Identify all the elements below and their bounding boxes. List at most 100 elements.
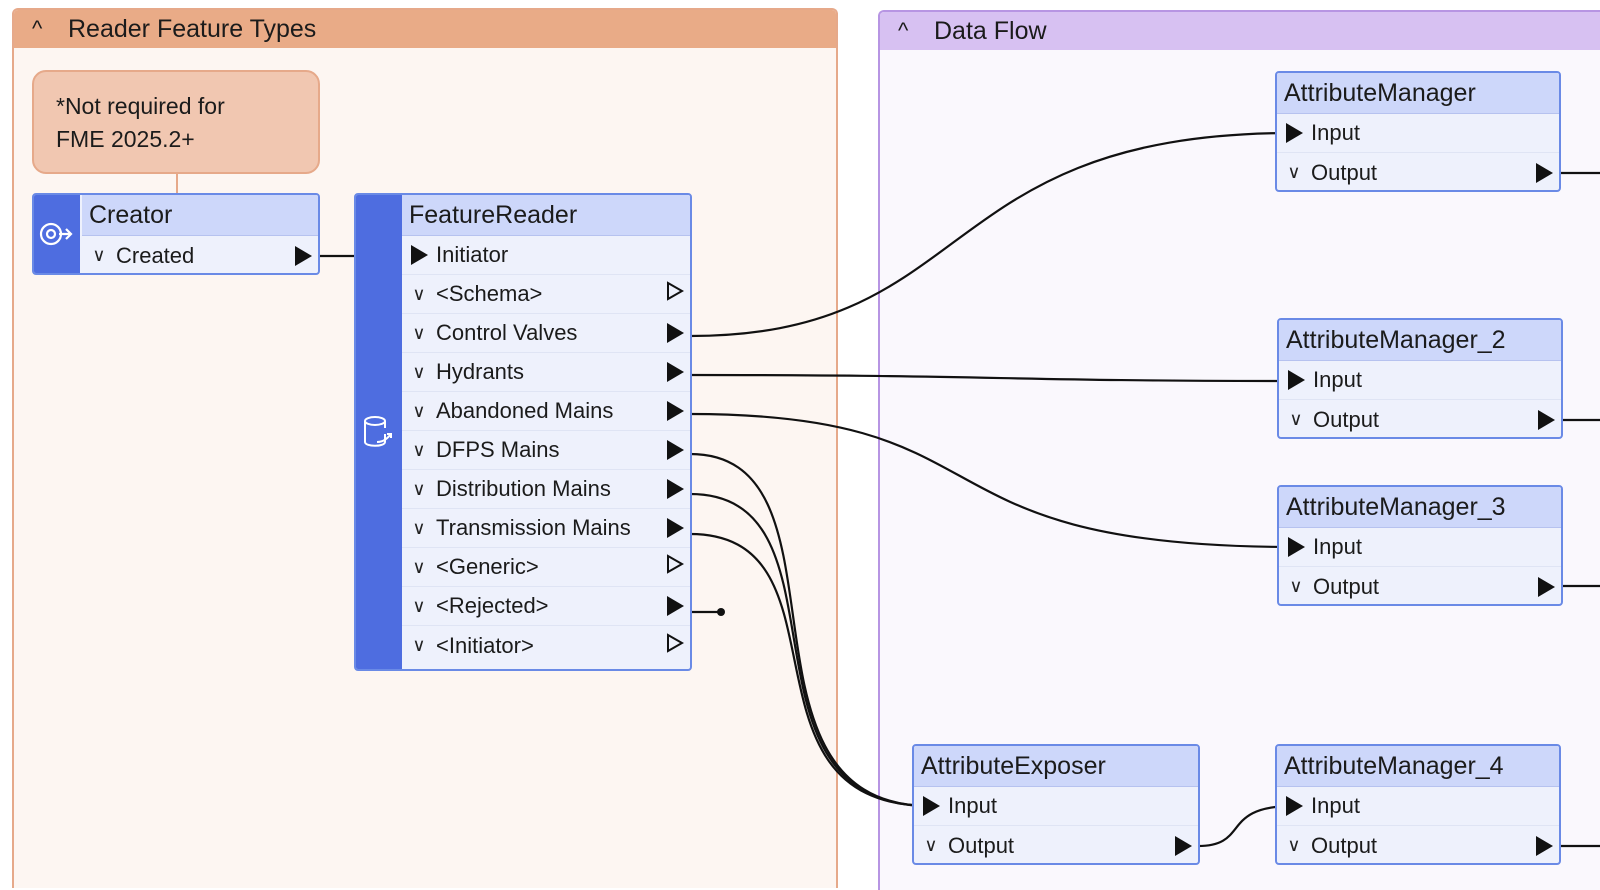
port-label: Output <box>1311 159 1378 185</box>
port-label: Output <box>1311 832 1378 858</box>
chevron-down-icon[interactable]: ∨ <box>1289 409 1303 429</box>
chevron-down-icon[interactable]: ∨ <box>92 245 106 265</box>
output-port-abandoned-mains[interactable]: ∨ Abandoned Mains <box>402 392 690 431</box>
output-port-created[interactable]: ∨ Created <box>82 236 318 273</box>
outline-triangle-icon[interactable] <box>666 281 685 307</box>
port-label: Input <box>1311 793 1360 818</box>
caret-up-icon[interactable]: ^ <box>32 16 43 41</box>
port-label: Output <box>1313 573 1380 599</box>
filled-triangle-icon[interactable] <box>914 796 948 816</box>
filled-triangle-icon[interactable] <box>667 518 684 538</box>
transformer-title[interactable]: AttributeManager_3 <box>1279 487 1561 528</box>
output-port-transmission-mains[interactable]: ∨ Transmission Mains <box>402 509 690 548</box>
port-label: Abandoned Mains <box>436 398 614 423</box>
transformer-attributemanager-4[interactable]: AttributeManager_4 Input ∨ Output <box>1275 744 1561 865</box>
output-port[interactable]: ∨ Output <box>1279 400 1561 437</box>
port-label: Input <box>948 793 997 818</box>
filled-triangle-icon[interactable] <box>1536 162 1553 183</box>
transformer-title[interactable]: AttributeManager_2 <box>1279 320 1561 361</box>
transformer-title[interactable]: AttributeManager <box>1277 73 1559 114</box>
filled-triangle-icon[interactable] <box>667 440 684 460</box>
filled-triangle-icon[interactable] <box>1279 370 1313 390</box>
output-port-generic[interactable]: ∨ <Generic> <box>402 548 690 587</box>
chevron-down-icon[interactable]: ∨ <box>412 595 426 616</box>
output-port[interactable]: ∨ Output <box>914 826 1198 863</box>
filled-triangle-icon[interactable] <box>1538 576 1555 597</box>
port-label: Control Valves <box>436 320 578 345</box>
port-label: Transmission Mains <box>436 515 631 540</box>
output-port-rejected[interactable]: ∨ <Rejected> <box>402 587 690 626</box>
filled-triangle-icon[interactable] <box>1279 537 1313 557</box>
output-port[interactable]: ∨ Output <box>1277 153 1559 190</box>
chevron-down-icon[interactable]: ∨ <box>412 283 426 304</box>
filled-triangle-icon[interactable] <box>667 323 684 343</box>
bookmark-header[interactable]: ^ Data Flow <box>880 12 1600 50</box>
port-label: <Schema> <box>436 281 543 306</box>
input-port-initiator[interactable]: Initiator <box>402 236 690 275</box>
output-port-hydrants[interactable]: ∨ Hydrants <box>402 353 690 392</box>
chevron-down-icon[interactable]: ∨ <box>412 400 426 421</box>
filled-triangle-icon[interactable] <box>402 245 436 265</box>
chevron-down-icon[interactable]: ∨ <box>412 439 426 460</box>
input-port[interactable]: Input <box>1277 787 1559 826</box>
transformer-attributemanager-2[interactable]: AttributeManager_2 Input ∨ Output <box>1277 318 1563 439</box>
note-line: FME 2025.2+ <box>56 126 195 152</box>
bookmark-header[interactable]: ^ Reader Feature Types <box>14 10 836 48</box>
bookmark-title: Data Flow <box>934 16 1047 45</box>
chevron-down-icon[interactable]: ∨ <box>412 517 426 538</box>
input-port[interactable]: Input <box>1279 361 1561 400</box>
port-label: <Generic> <box>436 554 539 579</box>
port-label: <Rejected> <box>436 593 549 618</box>
chevron-down-icon[interactable]: ∨ <box>412 635 426 655</box>
chevron-down-icon[interactable]: ∨ <box>1287 835 1301 855</box>
port-label: Input <box>1311 120 1360 145</box>
filled-triangle-icon[interactable] <box>667 401 684 421</box>
port-label: Created <box>116 242 195 268</box>
creator-icon <box>39 222 73 246</box>
port-label: Input <box>1313 367 1362 392</box>
transformer-attributemanager[interactable]: AttributeManager Input ∨ Output <box>1275 71 1561 192</box>
chevron-down-icon[interactable]: ∨ <box>924 835 938 855</box>
chevron-down-icon[interactable]: ∨ <box>1287 162 1301 182</box>
output-port[interactable]: ∨ Output <box>1279 567 1561 604</box>
chevron-down-icon[interactable]: ∨ <box>412 322 426 343</box>
filled-triangle-icon[interactable] <box>667 479 684 499</box>
port-label: DFPS Mains <box>436 437 560 462</box>
caret-up-icon[interactable]: ^ <box>898 18 909 43</box>
transformer-title[interactable]: AttributeManager_4 <box>1277 746 1559 787</box>
outline-triangle-icon[interactable] <box>666 632 685 659</box>
creator-sidebar <box>34 195 80 273</box>
transformer-title[interactable]: Creator <box>82 195 318 236</box>
filled-triangle-icon[interactable] <box>1175 835 1192 856</box>
input-port[interactable]: Input <box>1277 114 1559 153</box>
chevron-down-icon[interactable]: ∨ <box>1289 576 1303 596</box>
filled-triangle-icon[interactable] <box>667 596 684 616</box>
filled-triangle-icon[interactable] <box>1277 123 1311 143</box>
transformer-creator[interactable]: Creator ∨ Created <box>32 193 320 275</box>
input-port[interactable]: Input <box>914 787 1198 826</box>
chevron-down-icon[interactable]: ∨ <box>412 361 426 382</box>
chevron-down-icon[interactable]: ∨ <box>412 556 426 577</box>
port-label: Hydrants <box>436 359 525 384</box>
filled-triangle-icon[interactable] <box>1538 409 1555 430</box>
input-port[interactable]: Input <box>1279 528 1561 567</box>
output-port[interactable]: ∨ Output <box>1277 826 1559 863</box>
outline-triangle-icon[interactable] <box>666 554 685 580</box>
filled-triangle-icon[interactable] <box>1536 835 1553 856</box>
transformer-title[interactable]: FeatureReader <box>402 195 690 236</box>
filled-triangle-icon[interactable] <box>667 362 684 382</box>
filled-triangle-icon[interactable] <box>1277 796 1311 816</box>
transformer-title[interactable]: AttributeExposer <box>914 746 1198 787</box>
filled-triangle-icon[interactable] <box>295 245 312 266</box>
output-port-control-valves[interactable]: ∨ Control Valves <box>402 314 690 353</box>
chevron-down-icon[interactable]: ∨ <box>412 478 426 499</box>
transformer-attributeexposer[interactable]: AttributeExposer Input ∨ Output <box>912 744 1200 865</box>
output-port-distribution-mains[interactable]: ∨ Distribution Mains <box>402 470 690 509</box>
transformer-featurereader[interactable]: FeatureReader Initiator ∨ <Schema> ∨ Con… <box>354 193 692 671</box>
output-port-initiator[interactable]: ∨ <Initiator> <box>402 626 690 665</box>
annotation-note[interactable]: *Not required for FME 2025.2+ <box>32 70 320 174</box>
transformer-attributemanager-3[interactable]: AttributeManager_3 Input ∨ Output <box>1277 485 1563 606</box>
output-port-schema[interactable]: ∨ <Schema> <box>402 275 690 314</box>
port-label: <Initiator> <box>436 632 534 658</box>
output-port-dfps-mains[interactable]: ∨ DFPS Mains <box>402 431 690 470</box>
